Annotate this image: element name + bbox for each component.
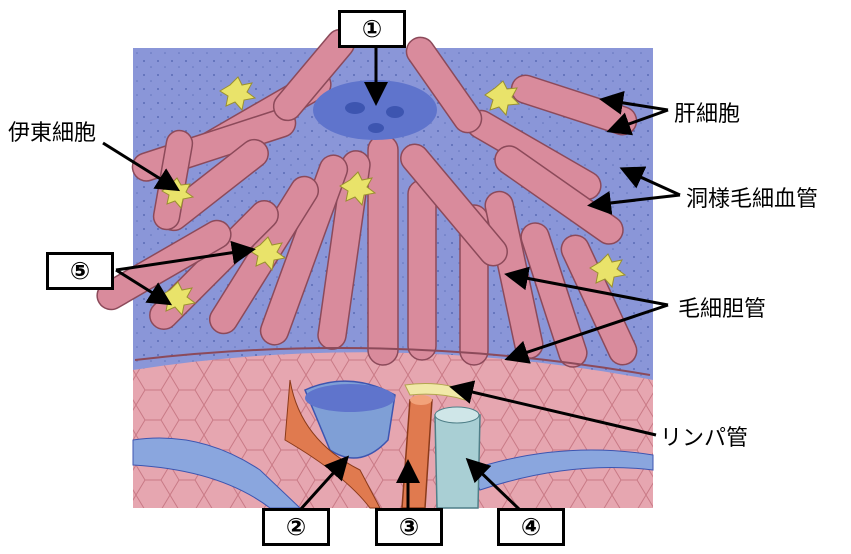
label-sinusoid: 洞様毛細血管 (686, 181, 818, 213)
bile-duct (435, 415, 480, 508)
label-hepatocyte: 肝細胞 (674, 96, 740, 128)
marker-5: ⑤ (46, 252, 114, 290)
label-lymph-vessel: リンパ管 (660, 420, 748, 452)
marker-3: ③ (375, 508, 443, 546)
marker-1: ① (338, 10, 406, 48)
marker-4: ④ (497, 508, 565, 546)
marker-2: ② (262, 508, 330, 546)
label-bile-canaliculus: 毛細胆管 (678, 291, 766, 323)
label-ito-cell: 伊東細胞 (8, 115, 96, 147)
